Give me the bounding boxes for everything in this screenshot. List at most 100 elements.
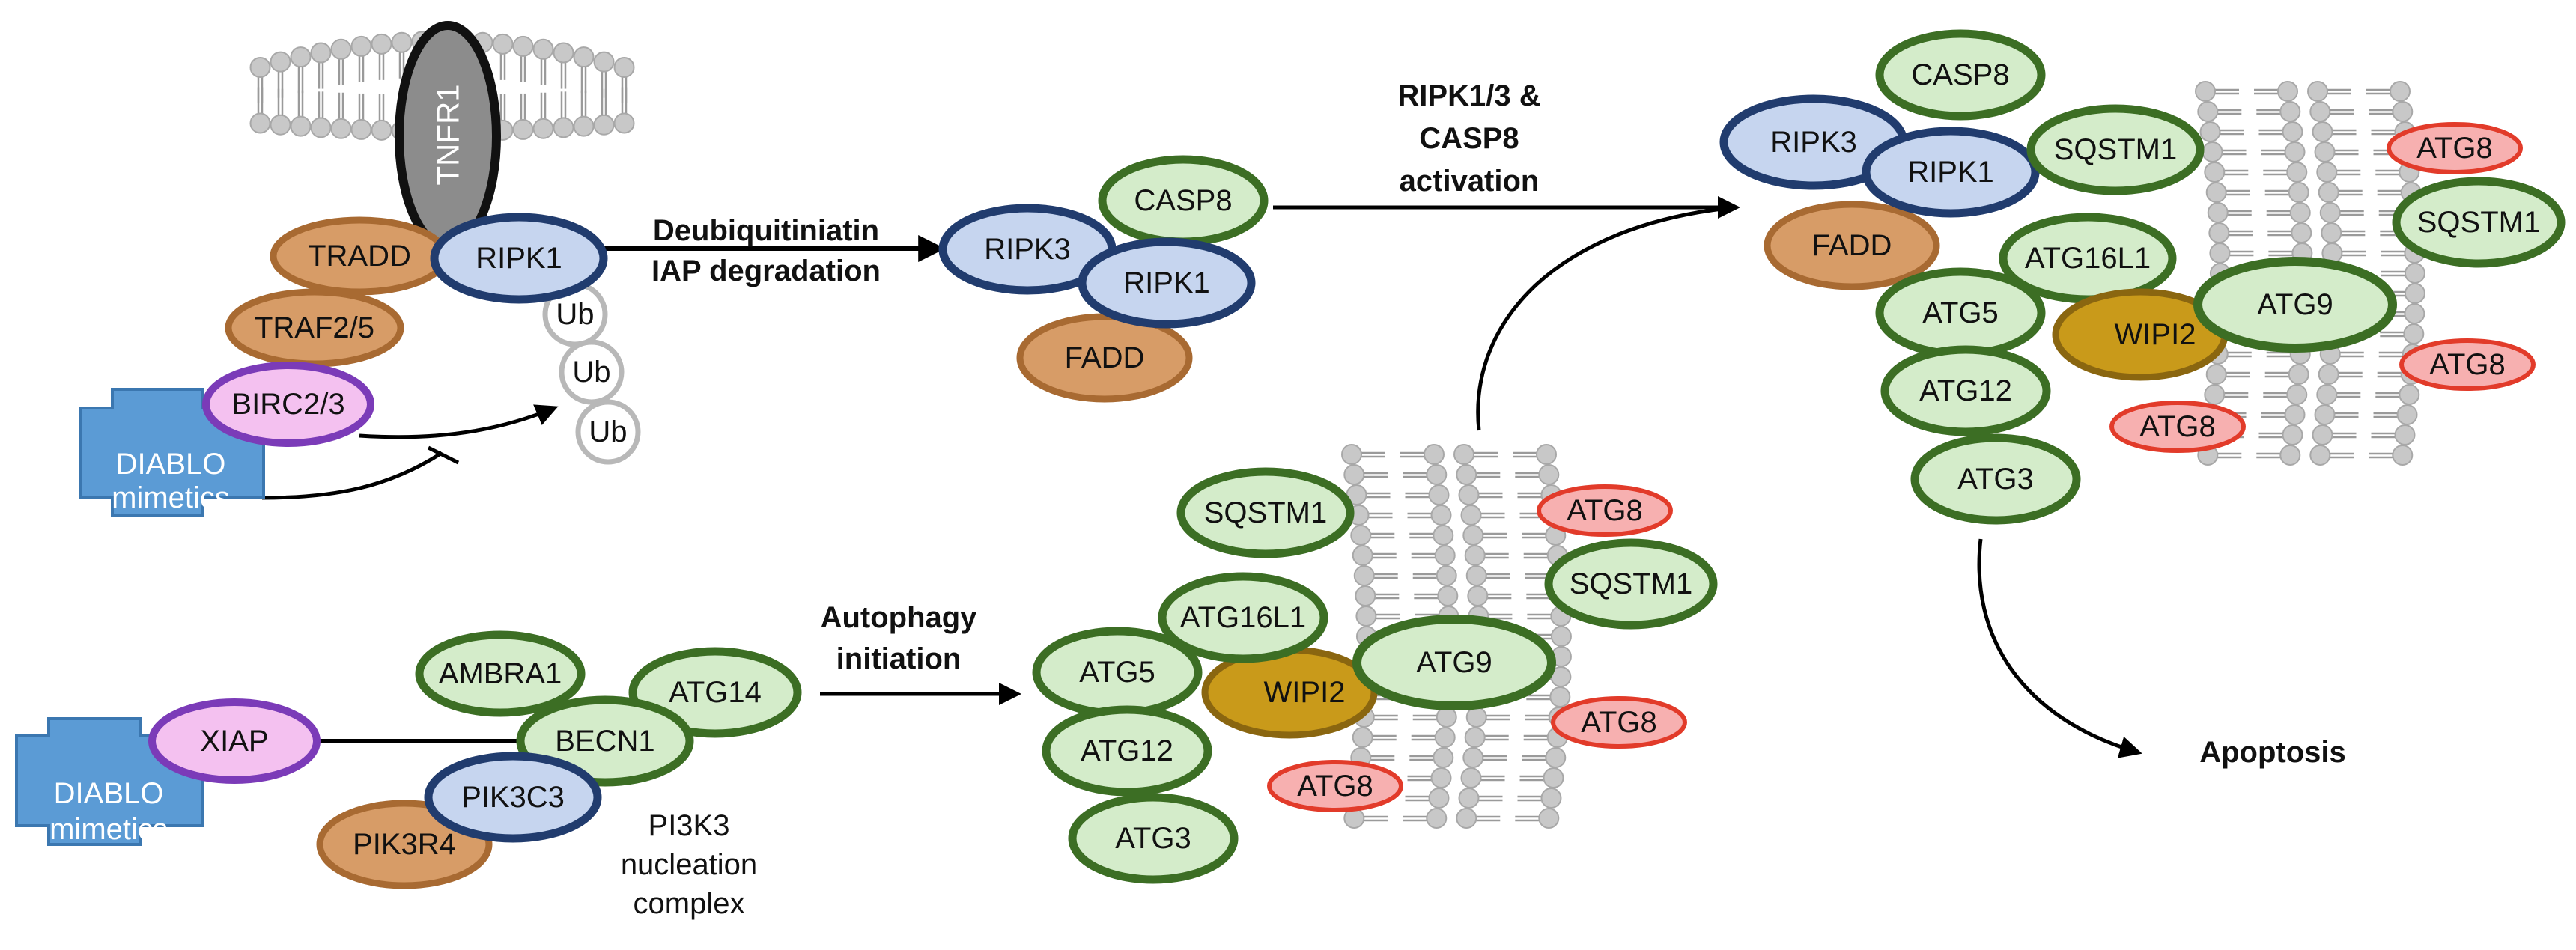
- mid-atg3-node: ATG3: [1068, 793, 1239, 884]
- svg-text:ATG3: ATG3: [1957, 463, 2034, 496]
- diablo-bottom-line2: mimetics: [49, 813, 168, 846]
- diablo-top-line1: DIABLO: [116, 448, 226, 481]
- final-to-apoptosis-arrow: [1977, 538, 2142, 758]
- svg-text:ATG8: ATG8: [1581, 706, 1657, 739]
- mid-wipi2-node: WIPI2: [1201, 646, 1378, 739]
- final-complex: CASP8 FADD RIPK3 RIPK1 SQSTM1 ATG8 SQSTM…: [1719, 29, 2566, 525]
- svg-text:ATG5: ATG5: [1922, 296, 1999, 329]
- tnfr1-label: TNFR1: [431, 84, 466, 185]
- svg-text:SQSTM1: SQSTM1: [1204, 496, 1327, 529]
- svg-text:TRAF2/5: TRAF2/5: [255, 311, 374, 344]
- final-sqstm1-b-node: SQSTM1: [2392, 177, 2566, 268]
- fadd-node: FADD: [1016, 313, 1193, 403]
- final-ripk1-node: RIPK1: [1862, 127, 2040, 218]
- complex-ii: CASP8 FADD RIPK3 RIPK1: [938, 155, 1269, 403]
- final-atg5-node: ATG5: [1875, 267, 2046, 359]
- svg-text:BIRC2/3: BIRC2/3: [231, 388, 344, 421]
- diablo-inhibition-line: [261, 451, 443, 500]
- svg-text:Ub: Ub: [572, 356, 610, 389]
- mid-atg8-b-node: ATG8: [1551, 696, 1687, 749]
- tnfr1-receptor: TNFR1: [395, 21, 501, 252]
- middle-complex: SQSTM1 ATG8 SQSTM1 WIPI2 ATG16L1 ATG5 AT…: [1032, 467, 1718, 884]
- svg-text:ATG9: ATG9: [1416, 646, 1492, 679]
- svg-text:SQSTM1: SQSTM1: [1570, 567, 1692, 600]
- activation-label-1: RIPK1/3 &: [1397, 79, 1540, 112]
- svg-text:CASP8: CASP8: [1911, 58, 2009, 91]
- svg-text:ATG8: ATG8: [2139, 410, 2216, 443]
- midcomplex-to-final-arrow: [1476, 205, 1737, 431]
- mid-atg5-node: ATG5: [1032, 627, 1203, 718]
- svg-text:ATG12: ATG12: [1919, 374, 2012, 407]
- birc-node: BIRC2/3: [202, 362, 374, 447]
- ub-node-2: Ub: [559, 339, 625, 405]
- svg-text:CASP8: CASP8: [1134, 184, 1232, 217]
- svg-text:ATG9: ATG9: [2257, 288, 2333, 321]
- final-atg16l1-node: ATG16L1: [1999, 213, 2177, 304]
- ambra1-node: AMBRA1: [415, 630, 586, 717]
- casp8-node: CASP8: [1098, 155, 1269, 246]
- final-sqstm1-a-node: SQSTM1: [2026, 104, 2205, 195]
- svg-text:ATG14: ATG14: [669, 676, 762, 709]
- final-atg12-node: ATG12: [1880, 345, 2051, 436]
- activation-label-2: CASP8: [1419, 122, 1519, 155]
- traf-node: TRAF2/5: [225, 288, 404, 368]
- svg-text:FADD: FADD: [1812, 229, 1892, 262]
- connectors: [261, 196, 2142, 758]
- svg-text:SQSTM1: SQSTM1: [2417, 206, 2540, 239]
- mid-atg9-node: ATG9: [1352, 615, 1556, 710]
- svg-text:RIPK1: RIPK1: [1907, 156, 1994, 189]
- diablo-bottom-line1: DIABLO: [54, 777, 164, 810]
- svg-text:WIPI2: WIPI2: [1264, 676, 1346, 709]
- mid-atg16l1-node: ATG16L1: [1158, 572, 1328, 663]
- ripk1-node: RIPK1: [430, 213, 608, 304]
- svg-text:ATG8: ATG8: [2416, 132, 2493, 165]
- svg-text:PIK3R4: PIK3R4: [353, 828, 456, 861]
- svg-text:XIAP: XIAP: [200, 725, 268, 758]
- svg-text:ATG16L1: ATG16L1: [1180, 601, 1306, 634]
- xiap-node: XIAP: [148, 698, 321, 784]
- svg-text:ATG12: ATG12: [1081, 734, 1173, 767]
- apoptosis-label: Apoptosis: [2199, 736, 2346, 769]
- final-casp8-node: CASP8: [1875, 29, 2046, 121]
- svg-text:ATG8: ATG8: [2429, 348, 2506, 381]
- iap-degradation-label: IAP degradation: [651, 255, 881, 287]
- svg-text:WIPI2: WIPI2: [2115, 318, 2196, 351]
- final-atg8-b-node: ATG8: [2399, 338, 2536, 391]
- svg-text:FADD: FADD: [1065, 341, 1145, 374]
- mid-sqstm1-a-node: SQSTM1: [1176, 467, 1355, 558]
- svg-text:Ub: Ub: [556, 298, 594, 331]
- svg-text:RIPK1: RIPK1: [476, 242, 562, 275]
- mid-sqstm1-b-node: SQSTM1: [1544, 538, 1718, 630]
- diablo-top-line2: mimetics: [112, 481, 230, 514]
- final-atg9-node: ATG9: [2193, 257, 2397, 353]
- diablo-inhibition-bar: [427, 445, 460, 465]
- membranes: [249, 31, 2425, 829]
- svg-text:ATG8: ATG8: [1567, 494, 1643, 527]
- pi3k-nucleation-complex: DIABLO mimetics XIAP AMBRA1 ATG14 PIK3R4…: [15, 630, 802, 920]
- svg-text:TRADD: TRADD: [308, 240, 411, 272]
- svg-text:ATG3: ATG3: [1115, 822, 1191, 855]
- svg-text:BECN1: BECN1: [555, 725, 654, 758]
- final-fadd-node: FADD: [1764, 201, 1940, 290]
- svg-text:AMBRA1: AMBRA1: [439, 657, 562, 690]
- svg-text:SQSTM1: SQSTM1: [2054, 133, 2177, 166]
- ripk1-ii-node: RIPK1: [1078, 237, 1256, 329]
- autophagy-label: Autophagy: [821, 601, 978, 634]
- ripk3-node: RIPK3: [938, 204, 1117, 295]
- ub-node-3: Ub: [575, 399, 641, 465]
- svg-text:RIPK3: RIPK3: [1770, 126, 1857, 159]
- deubiquitination-label: Deubiquitiniatin: [653, 214, 879, 247]
- pi3k-label-2: nucleation: [621, 848, 757, 881]
- activation-label-3: activation: [1400, 165, 1540, 198]
- mid-atg8-c-node: ATG8: [1267, 760, 1403, 812]
- final-atg3-node: ATG3: [1910, 433, 2081, 525]
- final-wipi2-node: WIPI2: [2052, 288, 2229, 381]
- birc-ubiquitination-arrow: [359, 404, 559, 439]
- pik3c3-node: PIK3C3: [424, 752, 602, 843]
- svg-text:PIK3C3: PIK3C3: [461, 781, 565, 814]
- svg-text:RIPK1: RIPK1: [1123, 267, 1210, 299]
- svg-text:ATG5: ATG5: [1079, 656, 1155, 689]
- initiation-label: initiation: [836, 642, 962, 675]
- svg-text:RIPK3: RIPK3: [984, 233, 1071, 266]
